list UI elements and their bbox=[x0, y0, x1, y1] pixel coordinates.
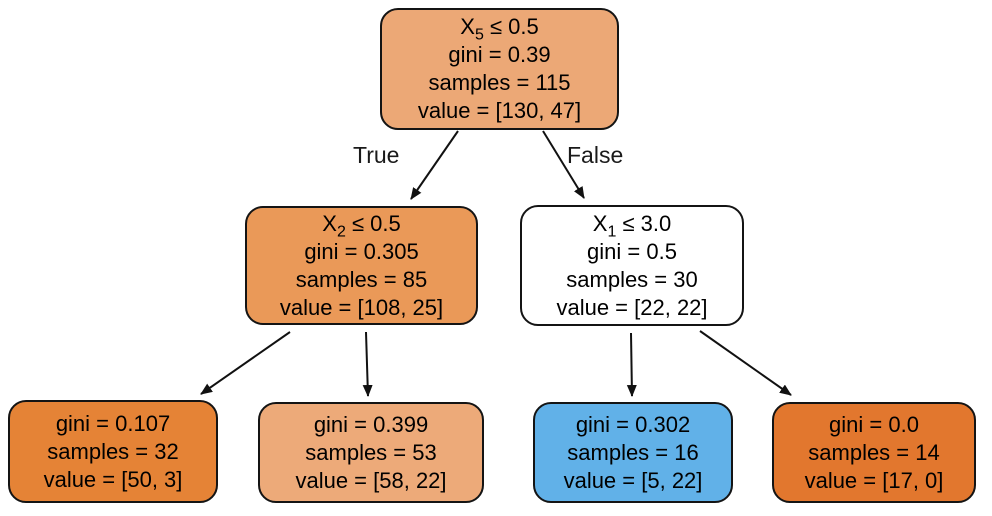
samples-line: samples = 85 bbox=[295, 266, 428, 292]
edge-label-false: False bbox=[567, 142, 624, 168]
gini-line: gini = 0.5 bbox=[587, 238, 677, 264]
edge-root-to-left-node bbox=[410, 130, 459, 200]
tree-node-right-internal: X1 ≤ 3.0 gini = 0.5 samples = 30 value =… bbox=[520, 205, 744, 326]
gini-line: gini = 0.107 bbox=[55, 410, 171, 436]
gini-line: gini = 0.39 bbox=[448, 42, 551, 67]
split-condition: X1 ≤ 3.0 bbox=[592, 210, 672, 240]
tree-node-leaf-1: gini = 0.107 samples = 32 value = [50, 3… bbox=[8, 400, 218, 503]
samples-line: samples = 30 bbox=[566, 266, 698, 292]
samples-line: samples = 32 bbox=[47, 438, 179, 464]
value-line: value = [58, 22] bbox=[295, 467, 447, 493]
gini-line: gini = 0.305 bbox=[304, 238, 419, 264]
split-condition: X2 ≤ 0.5 bbox=[322, 210, 401, 240]
samples-line: samples = 14 bbox=[808, 439, 940, 465]
value-line: value = [22, 22] bbox=[556, 294, 708, 320]
split-condition: X5 ≤ 0.5 bbox=[460, 14, 539, 44]
edge-left-node-to-leaf1 bbox=[200, 331, 291, 395]
tree-node-root: X5 ≤ 0.5 gini = 0.39 samples = 115 value… bbox=[380, 8, 619, 130]
tree-node-leaf-3: gini = 0.302 samples = 16 value = [5, 22… bbox=[533, 402, 733, 503]
edge-label-true: True bbox=[353, 142, 400, 168]
tree-node-leaf-2: gini = 0.399 samples = 53 value = [58, 2… bbox=[258, 402, 484, 503]
value-line: value = [130, 47] bbox=[417, 98, 582, 123]
value-line: value = [17, 0] bbox=[804, 467, 944, 493]
gini-line: gini = 0.0 bbox=[829, 411, 919, 437]
value-line: value = [50, 3] bbox=[43, 466, 183, 492]
tree-node-leaf-4: gini = 0.0 samples = 14 value = [17, 0] bbox=[772, 402, 976, 503]
gini-line: gini = 0.302 bbox=[575, 411, 691, 437]
samples-line: samples = 53 bbox=[305, 439, 437, 465]
edge-left-node-to-leaf2 bbox=[362, 331, 373, 397]
value-line: value = [108, 25] bbox=[279, 294, 444, 320]
edge-right-node-to-leaf3 bbox=[626, 332, 637, 397]
samples-line: samples = 16 bbox=[567, 439, 699, 465]
gini-line: gini = 0.399 bbox=[313, 411, 429, 437]
edge-right-node-to-leaf4 bbox=[699, 330, 792, 396]
tree-node-left-internal: X2 ≤ 0.5 gini = 0.305 samples = 85 value… bbox=[245, 206, 478, 325]
value-line: value = [5, 22] bbox=[563, 467, 703, 493]
samples-line: samples = 115 bbox=[428, 70, 571, 95]
